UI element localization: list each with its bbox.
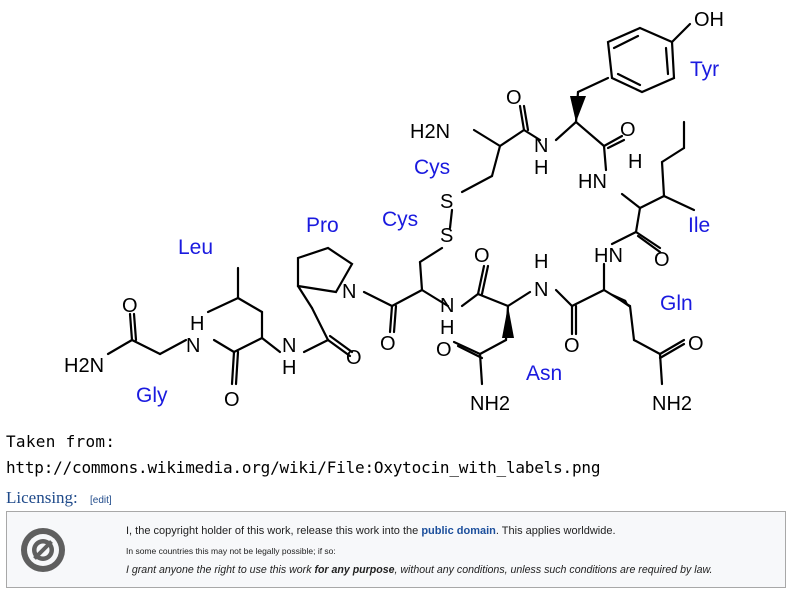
license-line-3-text: I grant anyone the right to use this wor… — [126, 564, 315, 576]
atom-o: O — [122, 295, 138, 317]
atom-hn: HN — [594, 245, 623, 267]
taken-from-label: Taken from: — [6, 432, 116, 451]
atom-h: H — [534, 157, 548, 179]
atom-n: N — [282, 335, 296, 357]
atom-o: O — [688, 333, 704, 355]
oxytocin-structure-diagram: OH H2N O N H O HN H S S HN O O H N N N H… — [64, 9, 724, 415]
atom-o: O — [620, 119, 636, 141]
atom-n: N — [186, 335, 200, 357]
public-domain-link[interactable]: public domain — [421, 525, 496, 537]
residue-leu: Leu — [178, 236, 213, 259]
atom-o: O — [654, 249, 670, 271]
atom-o: O — [474, 245, 490, 267]
residue-gln: Gln — [660, 292, 693, 315]
licensing-heading-row: Licensing: [edit] — [6, 488, 112, 508]
atom-h: H — [440, 317, 454, 339]
residue-tyr: Tyr — [690, 58, 719, 81]
license-line-1-end: . This applies worldwide. — [495, 525, 616, 537]
atom-o: O — [506, 87, 522, 109]
atom-h: H — [628, 151, 642, 173]
atom-h: H — [190, 313, 204, 335]
atom-o: O — [380, 333, 396, 355]
source-url[interactable]: http://commons.wikimedia.org/wiki/File:O… — [6, 458, 601, 477]
residue-ile: Ile — [688, 214, 710, 237]
license-line-1: I, the copyright holder of this work, re… — [126, 525, 616, 537]
stereo-bonds — [502, 96, 630, 338]
atom-oh: OH — [694, 9, 724, 31]
atom-n: N — [440, 295, 454, 317]
license-line-3-end: , without any conditions, unless such co… — [394, 564, 713, 576]
atom-hn: HN — [578, 171, 607, 193]
atom-s: S — [440, 191, 453, 213]
license-line-2: In some countries this may not be legall… — [126, 546, 336, 556]
atom-h2n-top: H2N — [410, 121, 450, 143]
residue-cys-top: Cys — [414, 156, 450, 179]
atom-n: N — [534, 135, 548, 157]
atom-labels: OH H2N O N H O HN H S S HN O O H N N N H… — [64, 9, 724, 415]
licensing-heading: Licensing: — [6, 488, 78, 507]
public-domain-icon — [21, 528, 65, 572]
atom-s: S — [440, 225, 453, 247]
atom-o: O — [346, 347, 362, 369]
atom-o: O — [224, 389, 240, 411]
atom-h: H — [534, 251, 548, 273]
atom-o: O — [564, 335, 580, 357]
residue-asn: Asn — [526, 362, 562, 385]
atom-nh2: NH2 — [470, 393, 510, 415]
license-line-3: I grant anyone the right to use this wor… — [126, 564, 713, 576]
public-domain-license-box: I, the copyright holder of this work, re… — [6, 511, 786, 588]
atom-n: N — [342, 281, 356, 303]
residue-pro: Pro — [306, 214, 339, 237]
atom-h: H — [282, 357, 296, 379]
license-line-1-text: I, the copyright holder of this work, re… — [126, 525, 422, 537]
residue-gly: Gly — [136, 384, 168, 407]
atom-n: N — [534, 279, 548, 301]
edit-link[interactable]: [edit] — [90, 495, 112, 506]
atom-nh2: NH2 — [652, 393, 692, 415]
license-line-3-bold: for any purpose — [314, 564, 395, 576]
bonds — [106, 22, 696, 386]
atom-h2n-left: H2N — [64, 355, 104, 377]
residue-labels: Tyr Ile Gln Asn Cys Cys Pro Leu Gly — [136, 58, 719, 407]
atom-o: O — [436, 339, 452, 361]
residue-cys-left: Cys — [382, 208, 418, 231]
